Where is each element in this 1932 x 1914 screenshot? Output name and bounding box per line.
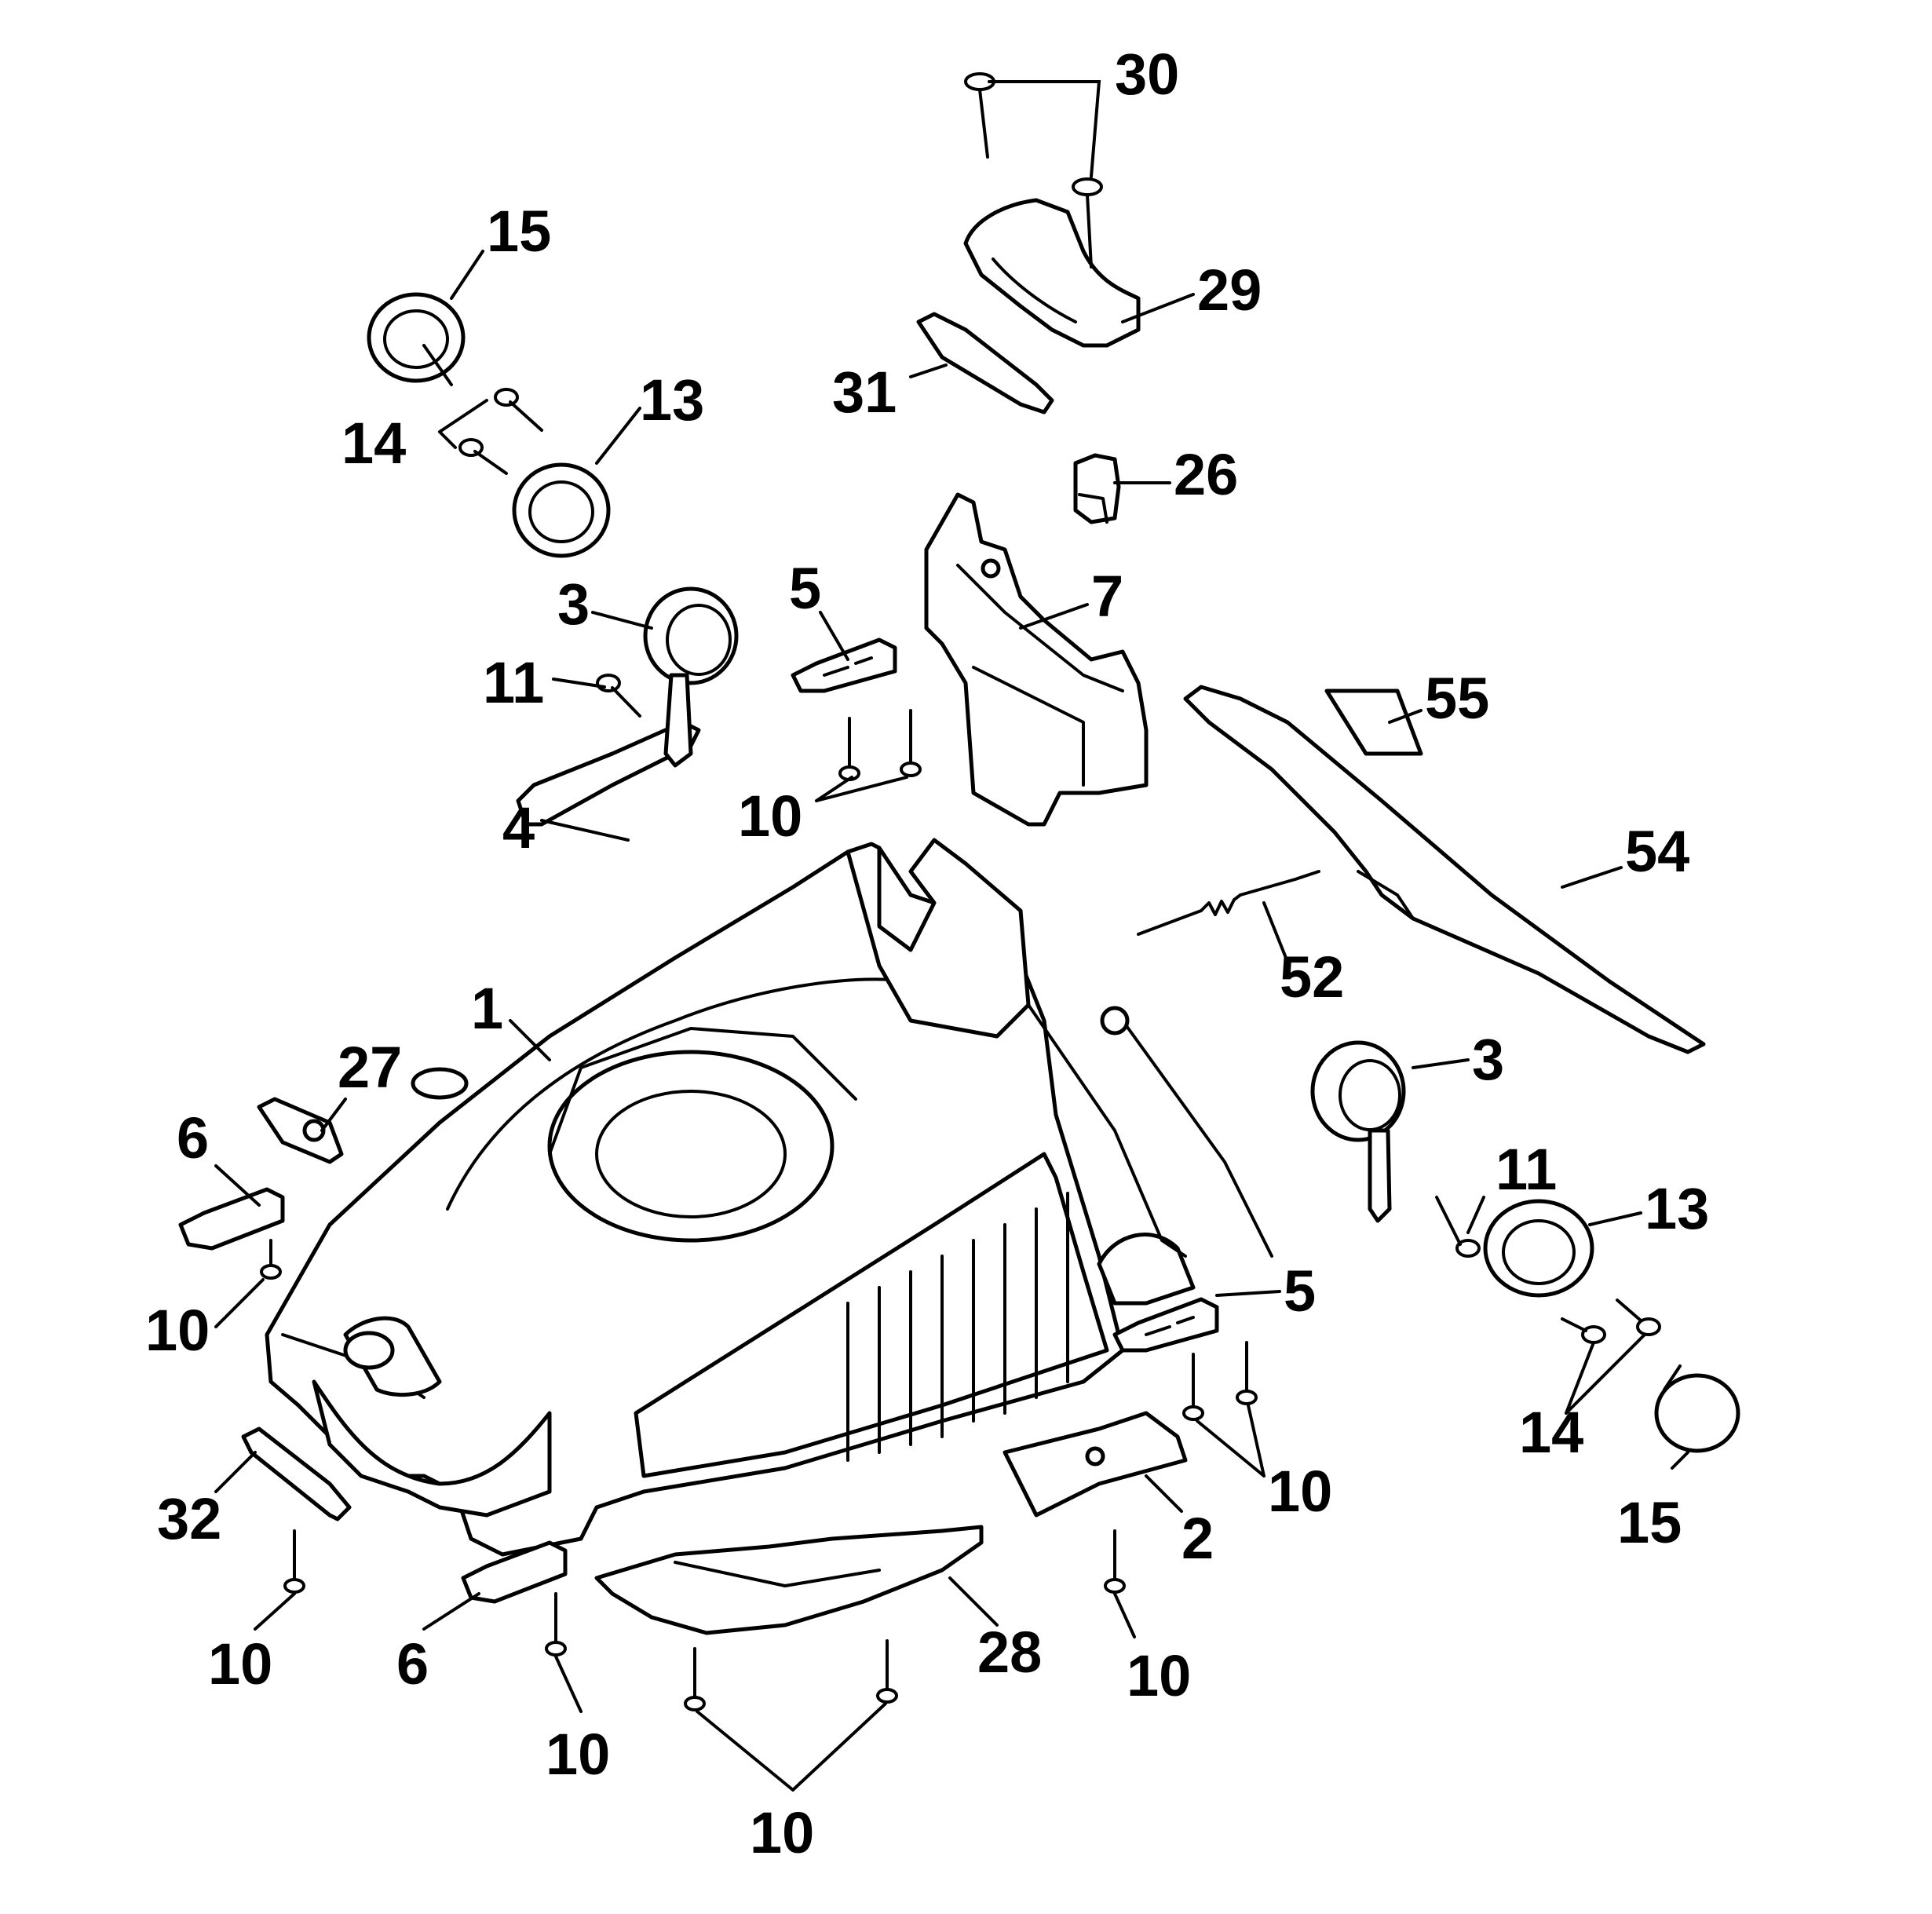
callout-15-upper: 15 — [487, 199, 551, 264]
screws-30 — [964, 72, 1103, 268]
height-adjuster-3-upper — [643, 586, 739, 768]
axle-bracket-6-upper — [178, 1187, 285, 1251]
hinge-5-upper — [791, 637, 897, 693]
height-adjuster-3-lower — [1310, 1040, 1406, 1223]
callout-10-upper: 10 — [738, 783, 802, 849]
callout-10-left: 10 — [145, 1298, 210, 1363]
callout-10-bottom: 10 — [750, 1800, 814, 1865]
callout-11-upper: 11 — [483, 650, 544, 715]
callout-1: 1 — [471, 976, 503, 1041]
callout-31: 31 — [832, 360, 897, 425]
skirt-28 — [594, 1525, 984, 1635]
handle-cap-29 — [963, 198, 1141, 348]
callout-10-lower-right: 10 — [1127, 1643, 1191, 1708]
callout-54: 54 — [1625, 819, 1689, 884]
callout-2: 2 — [1181, 1506, 1214, 1571]
callout-4: 4 — [502, 795, 535, 860]
callout-3-lower: 3 — [1472, 1027, 1504, 1092]
callout-7: 7 — [1091, 564, 1123, 629]
callout-10-right: 10 — [1268, 1459, 1332, 1524]
callout-32: 32 — [157, 1486, 221, 1551]
callout-labels: 30 15 29 13 31 14 26 3 5 7 11 55 10 4 54… — [145, 42, 1709, 1865]
hub-cap-15-upper — [367, 292, 466, 386]
plate-2 — [1003, 1411, 1188, 1518]
spring-52 — [1137, 870, 1320, 936]
axle-bracket-6-lower — [461, 1540, 568, 1604]
callout-52: 52 — [1280, 944, 1344, 1010]
callout-10-lower-center: 10 — [546, 1722, 610, 1787]
callout-5-lower: 5 — [1284, 1258, 1316, 1324]
callout-13-upper: 13 — [640, 367, 704, 433]
wheel-13-upper — [512, 462, 611, 558]
callout-28: 28 — [977, 1620, 1042, 1685]
strip-31 — [916, 312, 1054, 415]
label-55 — [1324, 689, 1423, 756]
callout-29: 29 — [1197, 258, 1262, 323]
deck-housing — [265, 838, 1273, 1557]
hinge-5-lower — [1112, 1297, 1219, 1353]
callout-6-lower: 6 — [396, 1631, 429, 1697]
callout-15-lower: 15 — [1617, 1490, 1682, 1555]
screws-14-11 — [458, 388, 1661, 1344]
callout-10-lower-left: 10 — [208, 1631, 272, 1697]
callout-6-upper: 6 — [177, 1105, 209, 1171]
leader-lines — [214, 80, 1689, 1792]
callout-14-upper: 14 — [341, 411, 406, 476]
rear-chute-cover — [924, 492, 1149, 827]
grass-bag-panel-54 — [1183, 685, 1706, 1054]
callout-27: 27 — [338, 1035, 402, 1100]
callout-3-upper: 3 — [557, 572, 590, 637]
callout-13-lower: 13 — [1645, 1176, 1709, 1241]
clip-26 — [1073, 453, 1121, 524]
callout-26: 26 — [1174, 442, 1238, 507]
callout-30: 30 — [1115, 42, 1179, 107]
strip-32 — [241, 1426, 352, 1521]
bracket-4 — [516, 720, 701, 827]
callout-14-lower: 14 — [1519, 1400, 1583, 1465]
clip-27 — [257, 1097, 344, 1164]
hub-cap-15-lower — [1654, 1364, 1740, 1453]
callout-11-lower: 11 — [1496, 1137, 1557, 1202]
callout-55: 55 — [1425, 666, 1489, 731]
callout-5-upper: 5 — [789, 556, 821, 621]
wheel-13-lower — [1483, 1199, 1594, 1298]
